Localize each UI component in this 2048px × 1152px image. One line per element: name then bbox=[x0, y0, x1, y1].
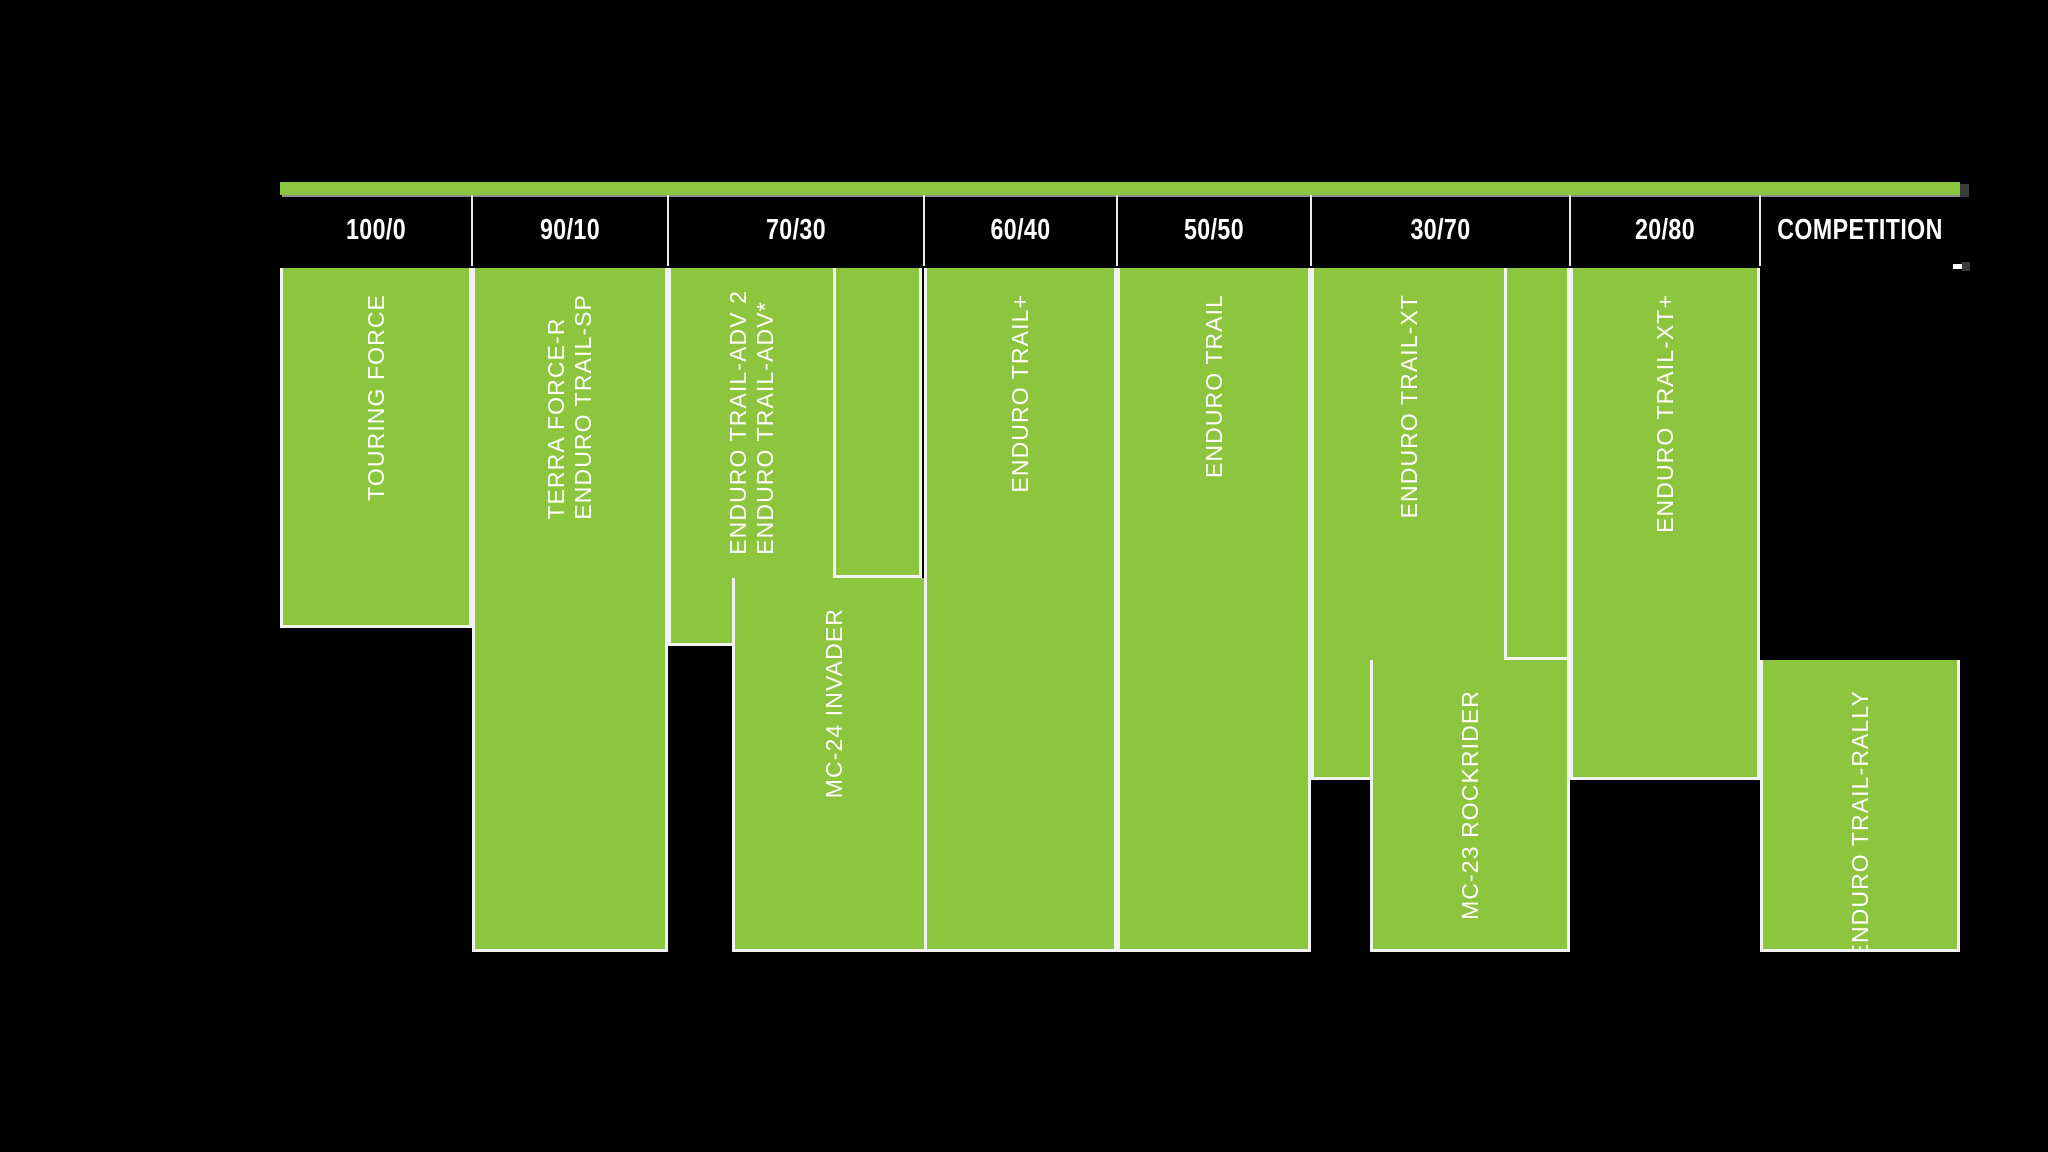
ratio-header-100-0: 100/0 bbox=[345, 214, 407, 246]
ratio-header-30-70: 30/70 bbox=[1410, 214, 1471, 246]
product-bar-label-group: MC-23 ROCKRIDER bbox=[1373, 660, 1567, 949]
header-separator bbox=[1569, 195, 1571, 266]
ratio-header-70-30: 70/30 bbox=[765, 214, 827, 246]
product-label-stack: ENDURO TRAIL-XT bbox=[1395, 294, 1422, 519]
header-separator bbox=[1759, 195, 1761, 266]
header-separator bbox=[471, 195, 473, 266]
ratio-header-90-10: 90/10 bbox=[539, 214, 601, 246]
top-accent-strip bbox=[280, 182, 1960, 195]
product-name-label: ENDURO TRAIL-ADV 2 bbox=[725, 290, 751, 555]
header-separator bbox=[667, 195, 669, 266]
product-name-label: ENDURO TRAIL-RALLY bbox=[1846, 690, 1873, 952]
product-label-stack: ENDURO TRAIL bbox=[1200, 294, 1227, 479]
product-label-stack: ENDURO TRAIL+ bbox=[1007, 294, 1033, 493]
header-separator bbox=[1116, 195, 1118, 266]
header-baseline-end-mark bbox=[1953, 264, 1965, 269]
product-bar-label-group: ENDURO TRAIL-XT+ bbox=[1573, 268, 1757, 777]
product-name-label: ENDURO TRAIL-SP bbox=[570, 294, 596, 520]
header-separator bbox=[923, 195, 925, 266]
product-bar-enduro-trail-plus[interactable]: ENDURO TRAIL+ bbox=[924, 268, 1117, 952]
product-name-label: MC-24 INVADER bbox=[820, 608, 847, 799]
product-name-label: ENDURO TRAIL-XT bbox=[1395, 294, 1422, 519]
product-name-label: ENDURO TRAIL+ bbox=[1007, 294, 1033, 493]
product-name-label: TERRA FORCE-R bbox=[543, 317, 569, 520]
product-bar-label-group: ENDURO TRAIL-RALLY bbox=[1763, 660, 1957, 949]
product-bar-label-group: MC-24 INVADER bbox=[735, 578, 933, 949]
product-name-label: MC-23 ROCKRIDER bbox=[1456, 690, 1483, 920]
application-chart: 100/0 90/10 70/30 60/40 50/50 30/70 20/80 COMPE… bbox=[280, 182, 1970, 952]
ratio-header-60-40: 60/40 bbox=[990, 214, 1051, 246]
product-bar-enduro-trail[interactable]: ENDURO TRAIL bbox=[1117, 268, 1311, 952]
product-bar-enduro-trail-rally[interactable]: ENDURO TRAIL-RALLY bbox=[1760, 660, 1960, 952]
product-label-stack: MC-23 ROCKRIDER bbox=[1456, 690, 1483, 920]
product-label-stack: TOURING FORCE bbox=[362, 294, 389, 501]
product-bar-touring-force[interactable]: TOURING FORCE bbox=[280, 268, 472, 628]
product-name-label: TOURING FORCE bbox=[362, 294, 389, 501]
product-name-label: ENDURO TRAIL-XT+ bbox=[1651, 294, 1678, 533]
product-bar-mc-24-invader[interactable]: MC-24 INVADER bbox=[732, 578, 936, 952]
product-name-label: ENDURO TRAIL-ADV* bbox=[752, 301, 778, 555]
ratio-header-competition: COMPETITION bbox=[1777, 214, 1943, 246]
top-accent-strip-end-mark bbox=[1960, 184, 1969, 197]
product-bar-mc-23-rockrider[interactable]: MC-23 ROCKRIDER bbox=[1370, 660, 1570, 952]
ratio-header-50-50: 50/50 bbox=[1183, 214, 1245, 246]
product-name-label: ENDURO TRAIL bbox=[1200, 294, 1227, 479]
product-bar-label-group: ENDURO TRAIL+ bbox=[927, 268, 1114, 949]
product-label-stack: ENDURO TRAIL-XT+ bbox=[1651, 294, 1678, 533]
ratio-header-20-80: 20/80 bbox=[1634, 214, 1696, 246]
product-label-stack: MC-24 INVADER bbox=[820, 608, 847, 799]
product-bar-label-group: TOURING FORCE bbox=[283, 268, 469, 625]
product-label-stack: ENDURO TRAIL-RALLY bbox=[1846, 690, 1873, 952]
product-bar-label-group: ENDURO TRAIL bbox=[1120, 268, 1308, 949]
header-baseline-shadow-mark bbox=[1962, 262, 1970, 271]
header-separator bbox=[1310, 195, 1312, 266]
product-bar-enduro-trail-xt-plus[interactable]: ENDURO TRAIL-XT+ bbox=[1570, 268, 1760, 780]
